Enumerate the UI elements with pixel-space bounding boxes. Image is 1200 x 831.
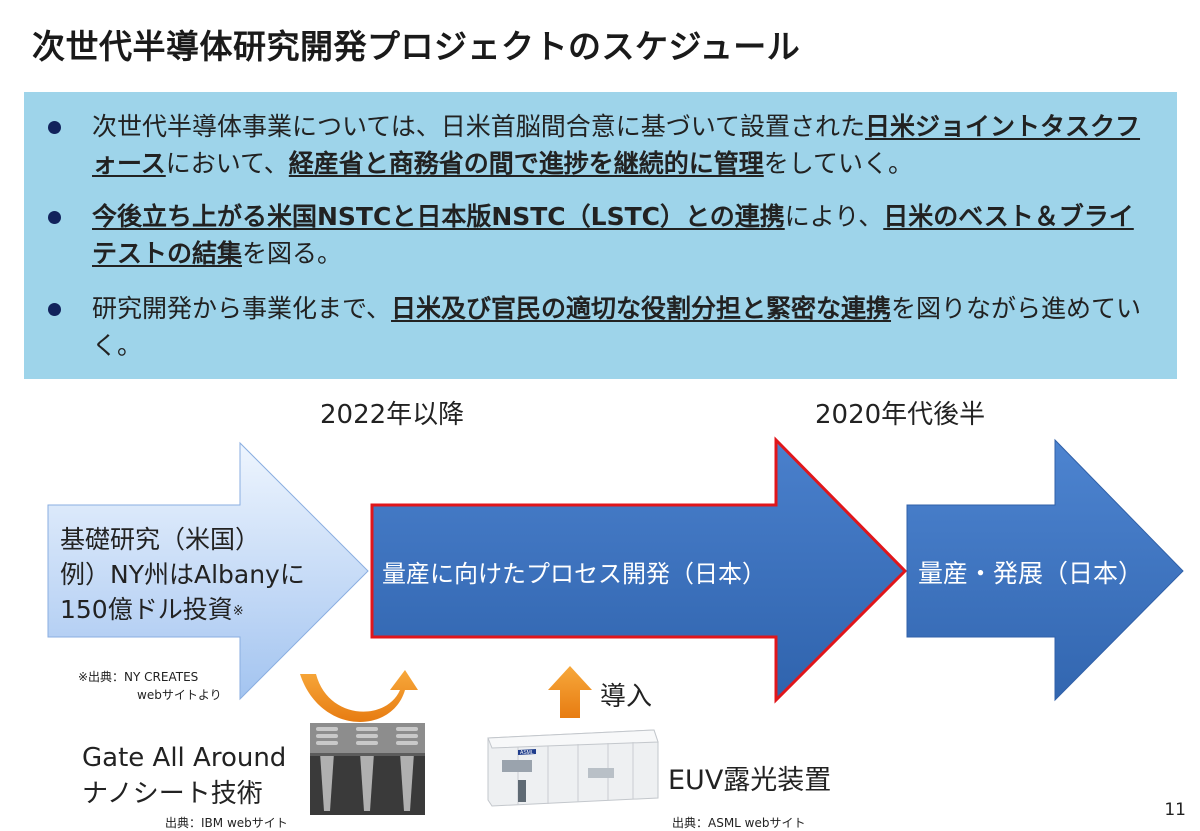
process-arrow-label: 量産に向けたプロセス開発（日本） bbox=[382, 560, 766, 588]
bullet-emphasis: 日米のベスト＆ブライテストの結集 bbox=[92, 202, 1134, 268]
bullet-text: 今後立ち上がる米国NSTCと日本版NSTC（LSTC）との連携により、日米のベス… bbox=[92, 198, 1158, 272]
source-ibm: 出典：IBM webサイト bbox=[165, 816, 288, 830]
up-orange-arrow bbox=[548, 666, 592, 718]
basic-research-text: 基礎研究（米国） 例）NY州はAlbanyに 150億ドル投資※ bbox=[60, 522, 305, 627]
euv-label: EUV露光装置 bbox=[668, 765, 832, 796]
summary-box bbox=[24, 92, 1177, 379]
bullet-dot bbox=[48, 303, 61, 316]
basic-research-line3: 150億ドル投資 bbox=[60, 595, 233, 624]
mass-production-arrow bbox=[906, 438, 1184, 702]
nanosheet-image bbox=[310, 723, 425, 815]
basic-research-line1: 基礎研究（米国） bbox=[60, 525, 261, 554]
bullet-emphasis: 日米ジョイントタスクフォース bbox=[92, 112, 1141, 178]
bullet-item-3: 研究開発から事業化まで、日米及び官民の適切な役割分担と緊密な連携を図りながら進め… bbox=[48, 290, 1158, 364]
source-nycreates-2: webサイトより bbox=[137, 688, 222, 702]
bullet-segment: を図る。 bbox=[242, 239, 343, 268]
bullet-item-1: 次世代半導体事業については、日米首脳間合意に基づいて設置された日米ジョイントタス… bbox=[48, 108, 1158, 182]
bullet-text: 次世代半導体事業については、日米首脳間合意に基づいて設置された日米ジョイントタス… bbox=[92, 108, 1158, 182]
source-asml: 出典：ASML webサイト bbox=[672, 816, 806, 830]
source-nycreates-1: ※出典：NY CREATES bbox=[78, 670, 199, 684]
phase-label-2020s: 2020年代後半 bbox=[815, 400, 986, 430]
bullet-dot bbox=[48, 211, 61, 224]
euv-machine-image: ASML bbox=[478, 720, 661, 815]
asml-logo-text: ASML bbox=[520, 750, 534, 756]
bullet-segment: 次世代半導体事業については、日米首脳間合意に基づいて設置された bbox=[92, 112, 866, 141]
mass-arrow-label: 量産・発展（日本） bbox=[918, 559, 1144, 588]
curved-orange-arrow bbox=[300, 670, 418, 722]
bullet-item-2: 今後立ち上がる米国NSTCと日本版NSTC（LSTC）との連携により、日米のベス… bbox=[48, 198, 1158, 272]
bullet-segment: をしていく。 bbox=[763, 149, 914, 178]
footnote-mark: ※ bbox=[232, 604, 244, 619]
page-title: 次世代半導体研究開発プロジェクトのスケジュール bbox=[32, 27, 801, 66]
bullet-emphasis: 今後立ち上がる米国NSTCと日本版NSTC（LSTC）との連携 bbox=[92, 202, 785, 231]
bullet-text: 研究開発から事業化まで、日米及び官民の適切な役割分担と緊密な連携を図りながら進め… bbox=[92, 290, 1158, 364]
gaa-label-line2: ナノシート技術 bbox=[82, 779, 263, 809]
introduction-label: 導入 bbox=[600, 682, 653, 712]
bullet-segment: により、 bbox=[784, 202, 884, 231]
page-number: 11 bbox=[1164, 800, 1186, 820]
bullet-emphasis: 日米及び官民の適切な役割分担と緊密な連携 bbox=[391, 294, 892, 323]
gaa-label: Gate All Around ナノシート技術 bbox=[82, 740, 286, 812]
gaa-label-line1: Gate All Around bbox=[82, 743, 287, 773]
bullet-segment: において、 bbox=[165, 149, 289, 178]
bullet-segment: 研究開発から事業化まで、 bbox=[92, 294, 392, 323]
bullet-emphasis: 経産省と商務省の間で進捗を継続的に管理 bbox=[288, 149, 764, 178]
process-development-arrow bbox=[370, 436, 908, 704]
phase-label-2022: 2022年以降 bbox=[320, 400, 465, 430]
basic-research-arrow bbox=[47, 441, 369, 701]
bullet-segment: を図りながら進めていく。 bbox=[92, 294, 1142, 360]
basic-research-line2: 例）NY州はAlbanyに bbox=[60, 560, 305, 589]
bullet-dot bbox=[48, 121, 61, 134]
